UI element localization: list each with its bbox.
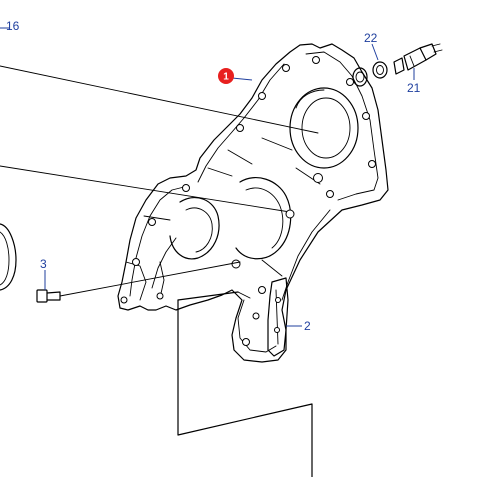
callout-3[interactable]: 3 xyxy=(40,257,47,271)
gasket-outline xyxy=(177,291,313,477)
highlight-marker xyxy=(218,68,234,84)
sensor-part-21 xyxy=(393,43,443,75)
washer-part-22 xyxy=(352,61,388,87)
callout-16[interactable]: 16 xyxy=(6,19,20,33)
callout-2[interactable]: 2 xyxy=(304,319,311,333)
bolt-part-3 xyxy=(36,261,241,303)
callout-21[interactable]: 21 xyxy=(407,81,421,95)
callout-1-badge[interactable]: 1 xyxy=(218,68,234,84)
reference-lines xyxy=(0,65,319,213)
callout-1: 1 xyxy=(223,72,229,83)
bracket-part-2 xyxy=(267,277,289,357)
callout-22[interactable]: 22 xyxy=(364,31,378,45)
timing-cover xyxy=(117,43,389,363)
callout-leaders xyxy=(0,27,415,327)
partial-pulley xyxy=(0,223,17,291)
